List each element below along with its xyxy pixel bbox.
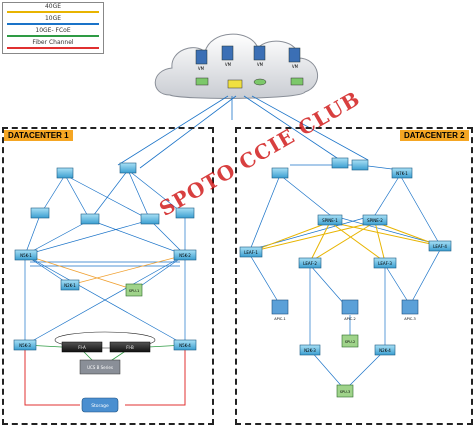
n2k-label: N2K-1	[64, 283, 76, 288]
n5k-switch-icon	[173, 339, 197, 351]
cloud-vm-hosts: VM VM VM VM	[195, 45, 304, 89]
leaf3-label: LEAF-3	[378, 261, 392, 266]
cloud-switch-icon	[195, 77, 209, 86]
apic3-label: APIC-3	[404, 317, 415, 321]
datacenter-2-title: DATACENTER 2	[400, 130, 469, 141]
n7k-switch-icon	[351, 159, 369, 171]
n7k-switch-icon	[80, 213, 100, 225]
legend-swatch	[7, 11, 99, 13]
n7k-switch-icon	[119, 162, 137, 174]
vm-host-icon	[195, 49, 208, 65]
vm-host-icon	[253, 45, 266, 61]
leaf1-label: LEAF-1	[244, 250, 258, 255]
leaf2-label: LEAF-2	[303, 261, 317, 266]
legend-item: 10GE- FCoE	[3, 27, 103, 39]
spu2-label: SPU-2	[345, 340, 355, 344]
vm-label: VM	[292, 64, 299, 69]
spu-server-icon	[125, 283, 143, 297]
vpc-domain-outline	[54, 331, 156, 349]
n2k-switch-icon	[60, 279, 80, 291]
vm-label: VM	[225, 62, 232, 67]
apic-server-icon	[271, 299, 289, 315]
legend-swatch	[7, 23, 99, 25]
vm-label: VM	[257, 62, 264, 67]
cloud-router-icon	[253, 78, 267, 86]
spu-label: SPU-1	[129, 289, 139, 293]
cloud-router-icon	[227, 79, 243, 89]
legend-item: 40GE	[3, 3, 103, 15]
dc2-devices: N7K-1 SPINE-1 SPINE-2 LEAF-1 LEAF-2 LEAF…	[239, 157, 452, 398]
apic-server-icon	[341, 299, 359, 315]
legend-label: 40GE	[44, 3, 62, 10]
spu3-label: SPU-3	[340, 390, 350, 394]
ucs-label: UCS B Series	[87, 365, 113, 370]
ucs-chassis-icon	[79, 359, 121, 375]
leaf-switch-icon	[373, 257, 397, 269]
n5k-switch-icon	[13, 339, 37, 351]
n2k4-label: N2K-4	[379, 348, 391, 353]
cloud-switch-icon	[290, 77, 304, 86]
leaf-switch-icon	[239, 246, 263, 258]
vm-host-icon	[221, 45, 234, 61]
n2k3-label: N2K-3	[304, 348, 316, 353]
n7k-switch-icon	[30, 207, 50, 219]
storage-label: Storage	[91, 403, 109, 409]
n7k-switch-icon	[271, 167, 289, 179]
spine-switch-icon	[362, 214, 388, 226]
n5k-left-label: N5K-1	[20, 253, 32, 258]
datacenter-1-boundary	[2, 127, 214, 425]
apic2-label: APIC-2	[344, 317, 355, 321]
n7k-switch-icon	[56, 167, 74, 179]
leaf-switch-icon	[428, 240, 452, 252]
n7k-switch-icon	[331, 157, 349, 169]
datacenter-2-boundary	[235, 127, 473, 425]
fi-b-label: FI-B	[126, 345, 134, 350]
spu-server-icon	[336, 384, 354, 398]
n7k-switch-icon	[391, 167, 413, 179]
apic-server-icon	[401, 299, 419, 315]
apic1-label: APIC-1	[274, 317, 285, 321]
n5k-switch-icon	[14, 249, 38, 261]
dc1-devices: N5K-1 N5K-2 N2K-1 SPU-1 N5K-3 N5K-4 FI-A…	[13, 162, 197, 413]
legend: 40GE 10GE 10GE- FCoE Fiber Channel	[2, 2, 104, 54]
spine-switch-icon	[317, 214, 343, 226]
n7k-switch-icon	[175, 207, 195, 219]
fi-a-label: FI-A	[78, 345, 86, 350]
n7k-switch-icon	[140, 213, 160, 225]
n5k-bottom-right-label: N5K-4	[179, 343, 191, 348]
dc2-n7k-label: N7K-1	[396, 171, 408, 176]
legend-swatch	[7, 47, 99, 49]
spu-server-icon	[341, 334, 359, 348]
n5k-bottom-left-label: N5K-3	[19, 343, 31, 348]
datacenter-1-title: DATACENTER 1	[4, 130, 73, 141]
vm-label: VM	[198, 66, 205, 71]
n5k-switch-icon	[173, 249, 197, 261]
spine2-label: SPINE-2	[367, 218, 383, 223]
n5k-right-label: N5K-2	[179, 253, 191, 258]
legend-label: Fiber Channel	[32, 39, 74, 46]
legend-label: 10GE	[44, 15, 62, 22]
legend-item: 10GE	[3, 15, 103, 27]
leaf-switch-icon	[298, 257, 322, 269]
n2k-switch-icon	[299, 344, 321, 356]
dc2-links	[249, 164, 441, 391]
fabric-interconnect-icon	[61, 341, 103, 353]
spine1-label: SPINE-1	[322, 218, 338, 223]
legend-item: Fiber Channel	[3, 39, 103, 51]
n2k-switch-icon	[374, 344, 396, 356]
storage-icon	[81, 397, 119, 413]
vm-host-icon	[288, 47, 301, 63]
leaf4-label: LEAF-4	[433, 244, 447, 249]
fabric-interconnect-icon	[109, 341, 151, 353]
legend-swatch	[7, 35, 99, 37]
legend-label: 10GE- FCoE	[35, 27, 71, 34]
